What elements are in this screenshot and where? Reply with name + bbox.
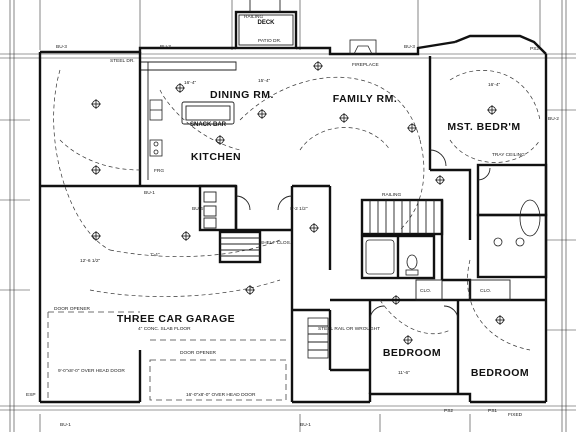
wall-code-bu3-right: BU-3 (404, 44, 415, 50)
stair-left (220, 237, 260, 257)
wall-code-bu1-c: BU-1 (300, 422, 311, 428)
light-13 (495, 315, 505, 325)
note-fixed: FIXED (508, 412, 523, 418)
note-door-opener-center: DOOR OPENER (180, 350, 217, 356)
room-label-garage: THREE CAR GARAGE (117, 313, 235, 325)
room-label-bedroom-right: BEDROOM (471, 367, 529, 379)
wall-code-bu2: BU-2 (548, 116, 559, 122)
room-label-snack-bar: SNACK BAR (190, 122, 227, 128)
light-17 (215, 135, 225, 145)
light-8 (407, 123, 417, 133)
note-overhead-door-center: 16'-0"x8'-0" OVER HEAD DOOR (186, 392, 256, 398)
note-patio-dr: PATIO DR. (258, 38, 281, 44)
room-label-master-bedroom: MST. BEDR'M (447, 121, 520, 133)
dimension-text: 16'-4" 7'-4" 16'-4" 11'-6" 12'-6 1/2" 15… (80, 78, 501, 376)
light-2 (91, 165, 101, 175)
deck (234, 0, 298, 50)
note-overhead-door-left: 9'-0"x8'-0" OVER HEAD DOOR (58, 368, 125, 374)
room-label-dining: DINING RM. (210, 89, 274, 101)
light-3 (91, 231, 101, 241)
dim-g: 8'-2 1/2" (290, 206, 308, 212)
note-garage-floor: 4" CONC. SLAB FLOOR (138, 326, 191, 332)
note-tray-ceiling: TRAY CEILING (492, 152, 525, 158)
wall-code-bu4: BU-4 (192, 206, 203, 212)
note-railing-stair: RAILING (382, 192, 401, 198)
wall-code-bu3-center: BU-3 (160, 44, 171, 50)
wall-code-ps2-top: PS2 (530, 46, 539, 52)
dim-d: 11'-6" (398, 370, 410, 376)
room-label-deck: DECK (257, 20, 275, 26)
light-4 (181, 231, 191, 241)
dim-f: 15'-4" (258, 78, 271, 84)
note-pantry: FRG (154, 168, 164, 174)
wall-code-esp: ESP (26, 392, 36, 398)
light-14 (403, 335, 413, 345)
room-label-kitchen: KITCHEN (191, 151, 241, 163)
stair-center (369, 200, 435, 234)
note-railing-deck: RAILING (244, 14, 263, 20)
electrical-arcs (53, 69, 541, 351)
note-steel-dr: STEEL DR. (110, 58, 135, 64)
interior-walls (40, 52, 548, 394)
notes: RAILING RAILING FIREPLACE TRAY CEILING 4… (54, 14, 525, 418)
dim-b: 7'-4" (150, 252, 160, 258)
note-closet-a: CLO. (420, 288, 431, 294)
light-9 (435, 175, 445, 185)
light-15 (245, 285, 255, 295)
note-closet-b: CLO. (480, 288, 491, 294)
dim-c: 16'-4" (488, 82, 501, 88)
wall-code-bu1-a: BU-1 (144, 190, 155, 196)
note-steel-rail: STEEL RAIL OR WROUGHT (318, 326, 380, 332)
light-6 (313, 61, 323, 71)
note-shelf-clos: SHELF CLOS. (260, 240, 291, 246)
note-fireplace: FIREPLACE (352, 62, 379, 68)
light-11 (309, 223, 319, 233)
wall-codes: BU-3 BU-3 BU-3 BU-2 BU-4 BU-1 BU-1 BU-1 … (26, 44, 559, 428)
wall-code-bu3-left: BU-3 (56, 44, 67, 50)
wall-code-bu1-b: BU-1 (60, 422, 71, 428)
room-label-family: FAMILY RM. (333, 93, 398, 105)
room-labels: DECK DINING RM. FAMILY RM. MST. BEDR'M K… (117, 20, 529, 379)
wall-code-ps2-bottom: PS2 (444, 408, 453, 414)
light-12 (391, 295, 401, 305)
wall-code-ps1: PS1 (488, 408, 497, 414)
light-10 (487, 105, 497, 115)
dim-a: 16'-4" (184, 80, 197, 86)
dim-e: 12'-6 1/2" (80, 258, 101, 264)
note-door-opener-left: DOOR OPENER (54, 306, 91, 312)
light-7 (339, 113, 349, 123)
light-fixtures (91, 61, 505, 345)
light-1 (91, 99, 101, 109)
light-16 (175, 83, 185, 93)
light-5 (257, 109, 267, 119)
fixtures (47, 39, 541, 401)
room-label-bedroom-center: BEDROOM (383, 347, 441, 359)
